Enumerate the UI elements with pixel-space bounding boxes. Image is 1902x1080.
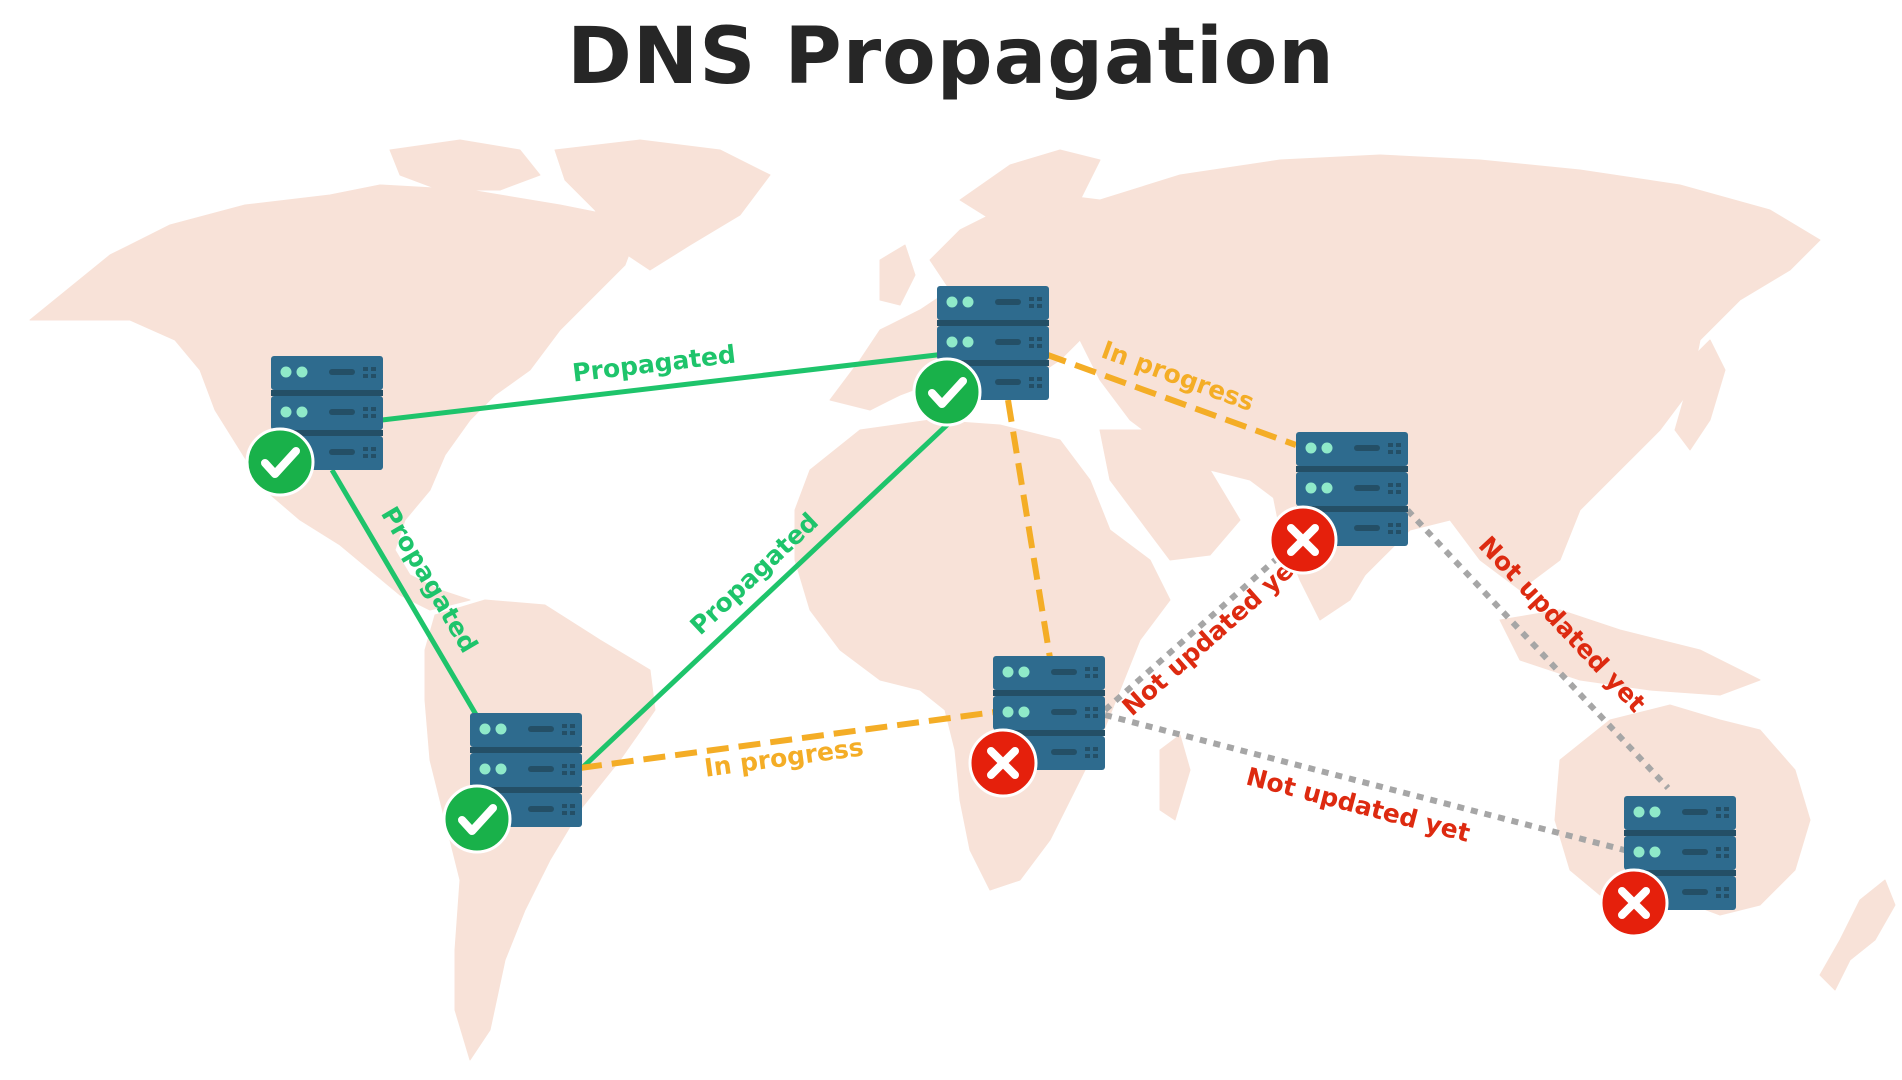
close-icon bbox=[970, 730, 1036, 796]
link-north-america-europe bbox=[381, 351, 946, 423]
continent-africa bbox=[794, 419, 1171, 891]
continent-scandinavia bbox=[959, 149, 1101, 226]
check-icon bbox=[247, 429, 313, 495]
check-icon bbox=[444, 786, 510, 852]
continent-madagascar bbox=[1159, 734, 1191, 821]
link-north-america-south-america bbox=[329, 468, 481, 720]
link-south-america-europe bbox=[580, 390, 984, 770]
label-africa-australia: Not updated yet bbox=[1243, 762, 1473, 848]
close-icon bbox=[1270, 507, 1336, 573]
continent-new-zealand bbox=[1819, 879, 1896, 991]
continent-uk bbox=[879, 244, 916, 306]
continent-japan bbox=[1674, 339, 1726, 451]
link-south-america-africa bbox=[579, 709, 996, 771]
continent-greenland bbox=[554, 139, 771, 271]
link-africa-asia bbox=[1103, 535, 1302, 713]
continent-arabia bbox=[1099, 429, 1241, 561]
check-icon bbox=[914, 359, 980, 425]
close-icon bbox=[1601, 870, 1667, 936]
link-europe-asia bbox=[1043, 351, 1298, 448]
continent-arctic-islands bbox=[389, 139, 541, 191]
label-asia-australia: Not updated yet bbox=[1473, 530, 1652, 717]
link-europe-africa bbox=[1005, 399, 1053, 659]
link-asia-australia bbox=[1395, 497, 1671, 791]
link-africa-australia bbox=[1104, 712, 1633, 855]
links bbox=[329, 351, 1671, 855]
page-title: DNS Propagation bbox=[567, 12, 1335, 102]
